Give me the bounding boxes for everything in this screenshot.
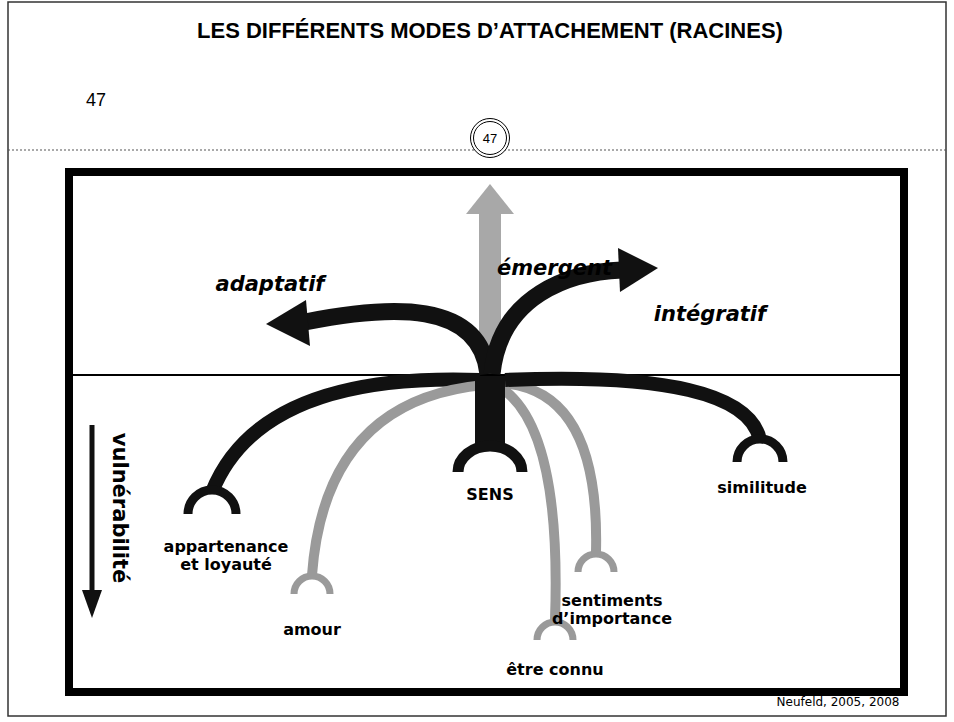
root-cap bbox=[294, 576, 330, 594]
integrative-arrowhead bbox=[618, 248, 658, 292]
root-label: amour bbox=[267, 621, 357, 639]
root bbox=[500, 383, 596, 552]
root bbox=[312, 385, 484, 575]
axis-label: vulnérabilité bbox=[108, 413, 132, 603]
badge-number: 47 bbox=[483, 131, 497, 146]
arrow-label: intégratif bbox=[645, 302, 775, 326]
adaptive-arrowhead bbox=[266, 300, 310, 346]
page-badge: 47 bbox=[470, 118, 510, 158]
figure-frame bbox=[69, 172, 904, 692]
arrow-label: adaptatif bbox=[210, 272, 330, 296]
vulnerability-arrow bbox=[90, 425, 95, 592]
sens-stem bbox=[475, 376, 505, 448]
root-label: appartenance et loyauté bbox=[156, 538, 296, 575]
integrative-arrow bbox=[492, 270, 622, 374]
citation: Neufeld, 2005, 2008 bbox=[768, 696, 908, 710]
arrow-label: émergent bbox=[497, 256, 607, 280]
slide-title: LES DIFFÉRENTS MODES D’ATTACHEMENT (RACI… bbox=[190, 12, 790, 50]
sens-cap bbox=[458, 446, 522, 472]
root-label: similitude bbox=[707, 479, 817, 497]
root-cap bbox=[188, 490, 236, 514]
center-label: SENS bbox=[455, 486, 525, 504]
slide-number: 47 bbox=[66, 90, 126, 111]
root-cap bbox=[737, 439, 783, 462]
root-label: être connu bbox=[495, 661, 615, 679]
ground-line bbox=[73, 374, 900, 376]
adaptive-arrow bbox=[305, 311, 488, 374]
root-cap bbox=[578, 554, 614, 572]
slide-frame bbox=[8, 2, 946, 716]
emergent-arrowhead bbox=[466, 184, 514, 214]
vulnerability-arrowhead bbox=[82, 590, 102, 618]
root bbox=[505, 379, 760, 440]
root-label: sentiments d’importance bbox=[547, 592, 677, 629]
